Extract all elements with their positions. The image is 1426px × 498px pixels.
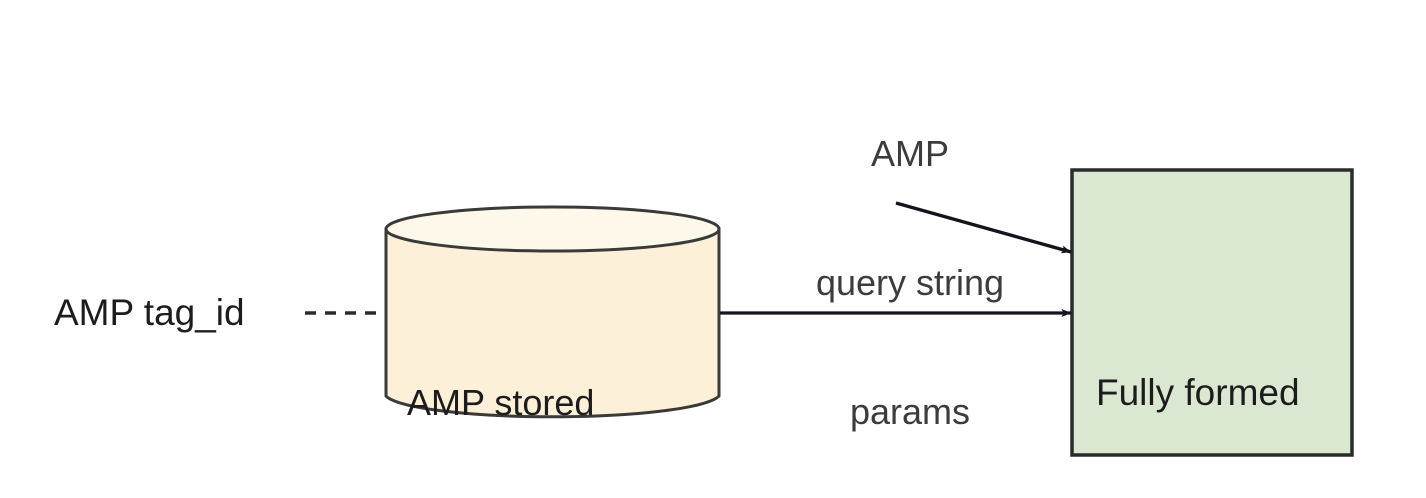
- cylinder-body: [384, 227, 721, 419]
- cylinder-label-line-1: AMP stored: [407, 382, 595, 423]
- ortb-box-label-line-1: Fully formed: [1096, 372, 1300, 413]
- cylinder-top: [384, 205, 721, 253]
- label-amp-tag-id: AMP tag_id: [54, 292, 245, 333]
- cylinder-label: AMP stored request template: [407, 278, 675, 498]
- qs-label-line-2: query string: [815, 262, 1005, 303]
- qs-label-line-1: AMP: [870, 133, 949, 174]
- label-amp-query-string-params: AMP query string params: [795, 46, 1025, 498]
- ortb-box: [1070, 168, 1354, 457]
- qs-label-line-3: params: [849, 391, 971, 432]
- ortb-box-label: Fully formed ORTB: [1096, 268, 1300, 498]
- edge-query-params-to-ortb: [895, 201, 1072, 254]
